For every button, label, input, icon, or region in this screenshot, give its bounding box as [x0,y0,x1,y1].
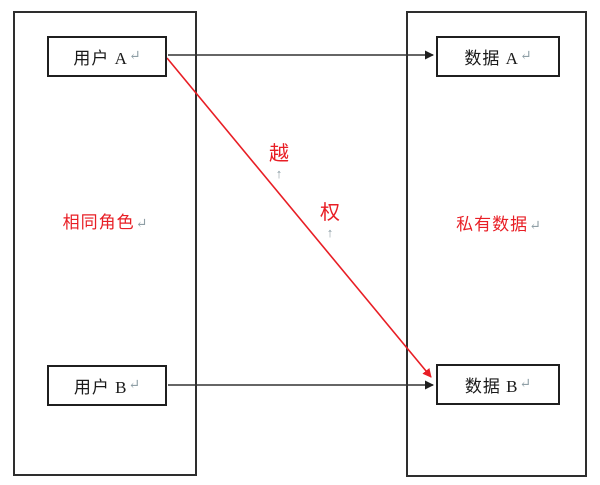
return-mark: ↵ [128,49,141,64]
node-data-a-label: 数据 A [464,49,519,68]
up-arrow-mark-icon: ↑ [275,166,283,181]
node-user-b-label: 用户 B [73,378,128,397]
escalation-char: 越 [269,143,289,165]
node-data-a: 数据 A↵ [436,36,560,77]
group-private-data-label: 私有数据↵ [408,210,589,235]
return-mark: ↵ [519,377,532,392]
group-private-data-text: 私有数据 [456,215,529,234]
escalation-label-char-2: 权 ↑ [310,203,350,239]
node-user-a: 用户 A↵ [47,36,167,77]
node-data-b: 数据 B↵ [436,364,560,405]
node-user-b: 用户 B↵ [47,365,167,406]
return-mark: ↵ [519,49,532,64]
arrow-escalation-user-a-to-data-b [166,57,432,378]
escalation-label-char-1: 越 ↑ [259,144,299,180]
node-data-b-label: 数据 B [464,377,519,396]
escalation-char: 权 [320,202,340,224]
return-mark: ↵ [135,217,148,232]
group-same-role-text: 相同角色 [62,213,135,232]
return-mark: ↵ [128,378,141,393]
node-user-a-label: 用户 A [73,49,128,68]
return-mark: ↵ [529,219,541,234]
up-arrow-mark-icon: ↑ [326,225,334,240]
group-same-role-label: 相同角色↵ [13,208,197,233]
